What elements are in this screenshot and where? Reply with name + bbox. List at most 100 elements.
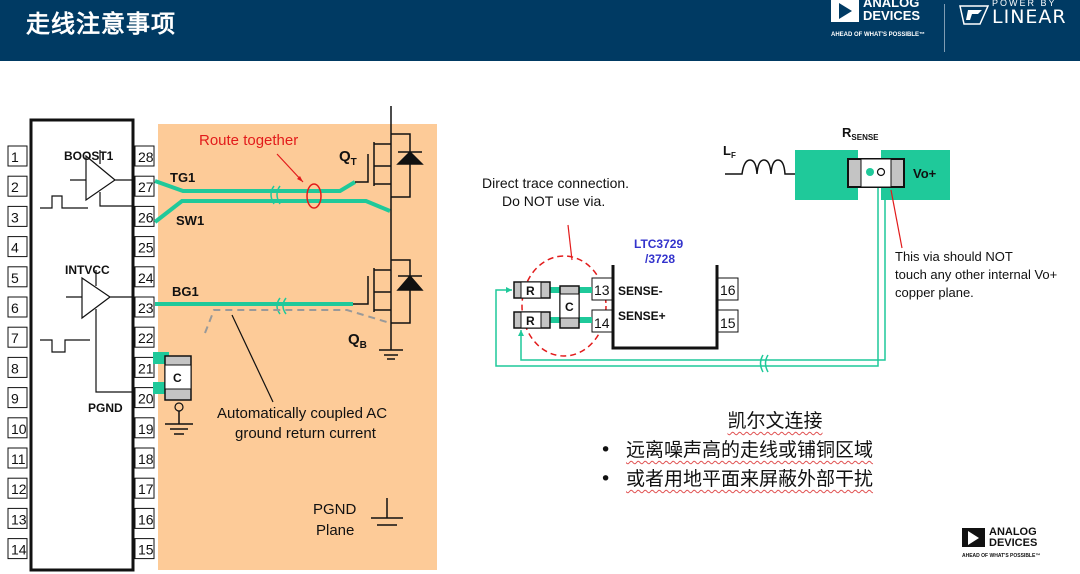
right-pin-box — [134, 417, 155, 439]
right-pin-box — [134, 266, 155, 288]
rsense-label: R — [842, 125, 852, 140]
left-pin-box — [7, 326, 28, 348]
ac-return-note-line1: Automatically coupled AC — [217, 405, 387, 422]
direct-connection-marker — [521, 255, 607, 357]
left-pin-number: 9 — [11, 391, 19, 407]
right-pin-number: 21 — [138, 360, 154, 376]
right-pin-number: 22 — [138, 330, 154, 346]
left-pin-number: 7 — [11, 330, 19, 346]
route-together-marker — [306, 183, 322, 209]
linear-tagline: POWER BY — [992, 0, 1057, 8]
pulse-waveform-2 — [40, 339, 90, 353]
linear-logo: POWER BY LINEAR — [958, 0, 1068, 40]
sw1-trace — [153, 199, 391, 224]
right-pin-box — [134, 538, 155, 560]
kelvin-heading: 凯尔文连接 — [727, 410, 823, 432]
right-pin-number: 26 — [138, 209, 154, 225]
right-pin-box — [134, 447, 155, 469]
left-pin-box — [7, 266, 28, 288]
left-pin-box — [7, 145, 28, 167]
left-pin-number: 8 — [11, 360, 19, 376]
adi-logo-line1: ANALOG — [863, 0, 920, 10]
ac-return-path — [204, 309, 391, 334]
boost1-label: BOOST1 — [64, 149, 114, 163]
lf-subscript: F — [731, 151, 736, 160]
controller-ic-body — [29, 118, 135, 572]
svg-text:QB: QB — [348, 331, 367, 351]
resistor-bottom-label: R — [526, 314, 535, 328]
qb-ground-icon — [379, 349, 403, 360]
bypass-cap-label: C — [173, 371, 182, 385]
route-together-arrow — [276, 153, 304, 183]
right-pin-number: 28 — [138, 149, 154, 165]
svg-text:QT: QT — [339, 148, 357, 168]
ac-return-pointer — [231, 314, 274, 403]
resistor-top-label: R — [526, 284, 535, 298]
lf-label: L — [723, 143, 731, 158]
route-together-note: Route together — [199, 132, 298, 149]
pin-16: 16 — [720, 282, 736, 298]
qt-subscript: T — [351, 157, 357, 168]
linear-lt-icon — [959, 5, 990, 25]
sw1-label: SW1 — [176, 213, 204, 228]
inductor-icon — [725, 159, 800, 175]
right-pin-number: 16 — [138, 511, 154, 527]
right-pin-number: 27 — [138, 179, 154, 195]
via-note-line1: This via should NOT — [895, 249, 1013, 264]
pgnd-plane-label-line1: PGND — [313, 501, 357, 518]
kelvin-bullet-text: 或者用地平面来屏蔽外部干扰 — [626, 468, 874, 490]
left-pin-number: 12 — [11, 481, 27, 497]
adi-logo-line2: DEVICES — [863, 8, 921, 23]
direct-trace-note-line1: Direct trace connection. — [482, 175, 629, 191]
via-note-line3: copper plane. — [895, 285, 974, 300]
kelvin-bullet-text: 远离噪声高的走线或铺铜区域 — [626, 439, 874, 461]
pin-15: 15 — [720, 315, 736, 331]
adi-footer-triangle-icon — [962, 528, 985, 547]
page-title: 走线注意事项 — [26, 10, 176, 38]
adi-tagline: AHEAD OF WHAT'S POSSIBLE™ — [831, 32, 925, 38]
low-side-diode-icon — [396, 274, 424, 291]
pgnd-plane-ground-icon — [371, 498, 403, 526]
right-pin-box — [134, 356, 155, 378]
tg1-trace — [154, 179, 357, 193]
sense-trace-break — [759, 354, 769, 373]
left-pin-box — [7, 507, 28, 529]
qb-subscript: B — [360, 340, 367, 351]
kelvin-bullet: • 或者用地平面来屏蔽外部干扰 — [600, 464, 980, 491]
pulse-waveform-1 — [40, 195, 88, 209]
kelvin-sense-diagram: Direct trace connection. Do NOT use via.… — [482, 125, 1057, 373]
right-pin-number: 25 — [138, 240, 154, 256]
right-pin-box — [134, 205, 155, 227]
vo-label: Vo+ — [913, 166, 937, 181]
pgnd-plane-label-line2: Plane — [316, 522, 354, 539]
left-pin-number: 5 — [11, 270, 19, 286]
left-pin-number: 14 — [11, 542, 27, 558]
right-pin-number: 20 — [138, 391, 154, 407]
right-pin-box — [134, 175, 155, 197]
cap-ground-icon — [165, 411, 193, 435]
right-pin-number: 17 — [138, 481, 154, 497]
left-pin-number: 10 — [11, 421, 27, 437]
adi-triangle-icon — [831, 0, 859, 22]
pin-14: 14 — [594, 315, 610, 331]
right-pin-box — [134, 326, 155, 348]
right-pin-number: 18 — [138, 451, 154, 467]
left-pin-number: 3 — [11, 209, 19, 225]
trace-break-bg1 — [276, 297, 287, 315]
right-pin-box — [134, 477, 155, 499]
qb-label: Q — [348, 331, 360, 348]
left-pin-box — [7, 356, 28, 378]
footer-analog-devices-logo: ANALOG DEVICES AHEAD OF WHAT'S POSSIBLE™ — [962, 526, 1072, 568]
svg-text:RSENSE: RSENSE — [842, 125, 879, 142]
header-divider — [944, 4, 945, 52]
left-pin-box — [7, 236, 28, 258]
footer-logo-line1: ANALOG — [989, 526, 1037, 538]
bullet-glyph: • — [600, 439, 612, 461]
bullet-glyph: • — [600, 468, 612, 490]
right-pin-box — [134, 507, 155, 529]
right-pin-box — [134, 387, 155, 409]
left-pin-box — [7, 205, 28, 227]
high-side-diode-icon — [396, 150, 424, 165]
low-side-mosfet — [353, 244, 411, 350]
